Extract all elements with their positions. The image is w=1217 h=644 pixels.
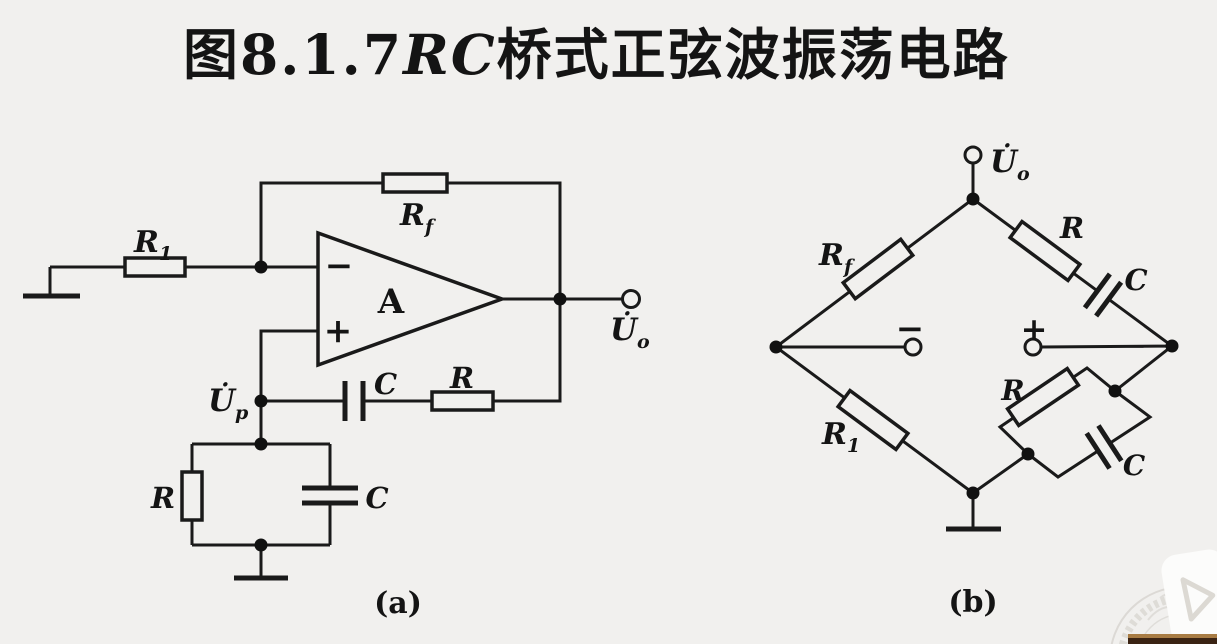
opamp-plus-input: + (324, 311, 353, 351)
label-uo-b: U̇o (990, 143, 1030, 185)
label-up: U̇p (208, 382, 249, 424)
plus-terminal-circle (1023, 337, 1043, 357)
label-rf-bridge: Rf (818, 238, 855, 278)
resistor-series-r (430, 390, 495, 412)
minus-terminal-circle (903, 337, 923, 357)
label-parallel-c-bridge: C (1123, 449, 1146, 482)
capacitor-parallel-c (302, 485, 358, 506)
output-terminal-a (621, 289, 641, 309)
label-series-c: C (374, 367, 397, 401)
bridge-minus-label: − (896, 309, 925, 349)
title-text: 桥式正弦波振荡电路 (497, 22, 1010, 87)
caption-a: (a) (374, 586, 422, 621)
label-arm-r: R (1059, 211, 1084, 245)
label-arm-c: C (1124, 263, 1147, 297)
resistor-r1 (123, 256, 187, 278)
resistor-arm-r (1007, 219, 1083, 283)
label-r1-bridge: R1 (821, 417, 860, 457)
label-uo-a: U̇o (610, 311, 650, 353)
title-rc: RC (401, 22, 496, 87)
capacitor-arm-c (1080, 268, 1126, 322)
figure-title: 图8.1.7RC桥式正弦波振荡电路 (183, 22, 1010, 87)
opamp-minus-input: − (325, 246, 354, 286)
output-terminal-b (963, 145, 983, 165)
label-r1: R1 (133, 225, 172, 265)
caption-b: (b) (948, 585, 997, 620)
label-series-r: R (449, 361, 474, 395)
junction-dots-b (769, 192, 1179, 500)
resistor-parallel-r (180, 470, 204, 522)
opamp-gain-label: A (377, 282, 405, 322)
resistor-rf (381, 172, 449, 194)
label-parallel-r: R (150, 481, 175, 515)
label-parallel-c: C (365, 481, 388, 515)
resistor-rf-bridge (840, 236, 916, 302)
bottom-banner (1128, 634, 1217, 644)
op-amp-triangle (316, 230, 508, 368)
junction-dots-a (254, 260, 567, 552)
resistor-parallel-r-bridge (1005, 366, 1081, 428)
capacitor-series-c (342, 381, 366, 421)
resistor-r1-bridge (835, 388, 911, 452)
label-parallel-r-bridge: R (1000, 374, 1024, 407)
bridge-plus-label: + (1021, 310, 1048, 348)
label-rf: Rf (399, 198, 436, 238)
title-number: 图8.1.7 (183, 22, 403, 87)
circuit-a: R1 Rf − + A U̇o C R U̇p R C (a) (23, 172, 650, 621)
capacitor-parallel-c-bridge (1082, 420, 1126, 474)
logo-overlay (1161, 549, 1217, 644)
circuit-b: U̇o Rf R C − + R1 R C (b) (769, 143, 1179, 620)
